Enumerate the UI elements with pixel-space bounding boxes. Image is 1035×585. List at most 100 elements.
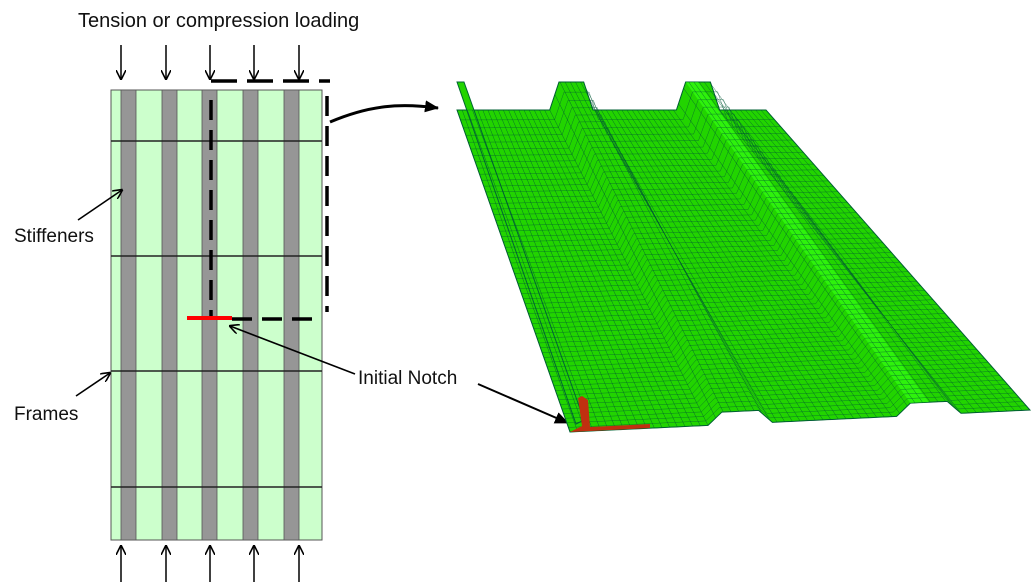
mesh-line-longitudinal <box>477 109 601 431</box>
notch-pointer-right <box>477 383 569 424</box>
mesh-line-longitudinal <box>678 103 900 414</box>
mesh-line-longitudinal <box>724 109 969 414</box>
mesh-line-longitudinal <box>467 109 586 432</box>
mesh-line-transverse <box>499 201 866 232</box>
mesh-line-longitudinal <box>673 109 893 417</box>
mesh-line-longitudinal <box>554 94 716 419</box>
mesh-line-transverse <box>475 133 809 163</box>
mesh-line-longitudinal <box>745 109 1000 412</box>
mesh-line-transverse <box>512 238 896 269</box>
stiffener <box>283 89 300 541</box>
mesh-line-transverse <box>481 151 824 181</box>
mesh-line-longitudinal <box>616 109 808 421</box>
mesh-line-transverse <box>489 174 843 204</box>
mesh-line-longitudinal <box>606 109 793 422</box>
frames-label: Frames <box>14 404 79 425</box>
stiffener <box>242 89 259 541</box>
mesh-line-transverse <box>457 81 766 111</box>
mesh-line-longitudinal <box>729 109 977 413</box>
mesh-line-transverse <box>566 392 1023 424</box>
model-region-outline <box>209 79 330 321</box>
mesh-line-longitudinal <box>539 109 693 427</box>
mesh-line-transverse <box>553 355 993 387</box>
mesh-line-transverse <box>497 196 861 226</box>
mesh-line-transverse <box>495 191 857 221</box>
mesh-line-transverse <box>470 120 798 150</box>
mesh-line-longitudinal <box>621 109 816 421</box>
mesh-line-transverse <box>516 248 905 279</box>
mesh-line-longitudinal <box>544 109 701 426</box>
fuselage-panel-schematic <box>110 89 323 541</box>
frames-pointer <box>75 373 110 397</box>
mesh-line-transverse <box>547 336 977 368</box>
mesh-line-longitudinal <box>637 109 839 420</box>
mesh-line-transverse <box>472 126 804 156</box>
mesh-line-longitudinal <box>508 109 647 429</box>
mesh-line-longitudinal <box>523 109 670 428</box>
mesh-line-longitudinal <box>534 109 686 427</box>
initial-notch-label: Initial Notch <box>358 368 458 389</box>
mesh-line-transverse <box>545 331 973 363</box>
mesh-line-transverse <box>519 258 913 289</box>
mesh-line-transverse <box>479 145 819 175</box>
mesh-line-longitudinal <box>456 109 571 433</box>
mesh-line-transverse <box>560 373 1008 405</box>
mesh-line-transverse <box>514 243 900 274</box>
mesh-line-longitudinal <box>693 81 923 403</box>
mesh-line-transverse <box>493 185 852 215</box>
mesh-line-longitudinal <box>765 109 1031 411</box>
mesh-line-longitudinal <box>626 109 824 421</box>
mesh-line-transverse <box>491 180 848 210</box>
mesh-line-longitudinal <box>600 109 785 422</box>
mesh-line-transverse <box>561 378 1012 410</box>
mesh-line-transverse <box>510 233 892 264</box>
mesh-line-transverse <box>501 207 870 237</box>
mesh-line-longitudinal <box>549 109 709 426</box>
notch-region-mesh <box>570 396 650 432</box>
mesh-line-longitudinal <box>492 109 624 430</box>
mesh-line-transverse <box>568 396 1027 428</box>
mesh-line-longitudinal <box>497 109 632 430</box>
mesh-line-longitudinal <box>647 109 854 419</box>
mesh-line-transverse <box>523 268 921 299</box>
mesh-line-longitudinal <box>575 81 747 412</box>
mesh-line-transverse <box>483 157 829 187</box>
stiffeners-label: Stiffeners <box>14 226 94 247</box>
mesh-line-longitudinal <box>503 109 640 429</box>
mesh-line-longitudinal <box>461 109 578 432</box>
mesh-line-transverse <box>463 99 781 129</box>
mesh-line-transverse <box>485 163 834 193</box>
mesh-line-longitudinal <box>528 109 678 427</box>
mesh-line-longitudinal <box>740 109 992 412</box>
mesh-line-longitudinal <box>750 109 1008 412</box>
mesh-line-longitudinal <box>755 109 1015 411</box>
mesh-line-longitudinal <box>760 109 1023 411</box>
mesh-line-transverse <box>524 273 925 304</box>
mesh-line-longitudinal <box>642 109 847 419</box>
mesh-line-transverse <box>569 401 1031 433</box>
load-arrows <box>121 45 299 582</box>
mesh-line-longitudinal <box>518 109 663 428</box>
mesh-line-longitudinal <box>482 109 609 431</box>
mesh-line-transverse <box>503 212 875 243</box>
mesh-line-longitudinal <box>559 81 724 413</box>
mesh-line-longitudinal <box>487 109 617 430</box>
mesh-line-longitudinal <box>513 109 655 429</box>
zoom-arrow <box>329 100 439 124</box>
mesh-line-transverse <box>468 113 793 143</box>
mesh-line-longitudinal <box>611 109 801 422</box>
mesh-line-transverse <box>552 350 989 382</box>
mesh-stiffener-face <box>685 82 929 404</box>
mesh-line-transverse <box>487 168 838 199</box>
mesh-line-transverse <box>517 253 909 284</box>
mesh-line-transverse <box>555 359 996 391</box>
notch-pointer-left <box>230 326 356 375</box>
mesh-line-longitudinal <box>683 88 908 407</box>
mesh-line-transverse <box>507 223 883 253</box>
mesh-line-longitudinal <box>657 109 870 418</box>
mesh-line-transverse <box>521 263 917 294</box>
stiffener <box>120 89 137 541</box>
mesh-line-transverse <box>505 217 879 248</box>
